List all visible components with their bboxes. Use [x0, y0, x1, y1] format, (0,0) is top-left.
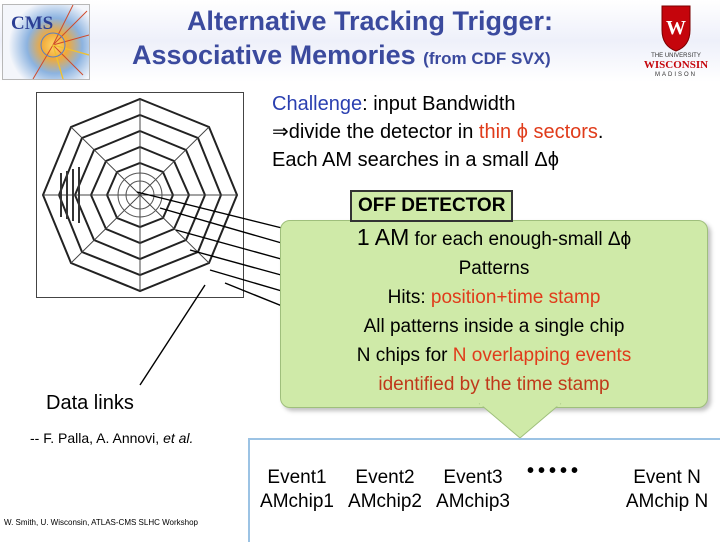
chip-label: AMchip2: [348, 491, 422, 512]
challenge-line2-suffix: .: [597, 121, 604, 143]
callout-line1-big: 1 AM: [356, 224, 410, 250]
challenge-line1-rest: : input Bandwidth: [362, 93, 516, 115]
event-item-n: Event N AMchip N: [618, 466, 716, 514]
credit-text: -- F. Palla, A. Annovi, et al.: [30, 430, 193, 446]
uw-logo-line2: WISCONSIN: [643, 59, 709, 71]
footer-text: W. Smith, U. Wisconsin, ATLAS-CMS SLHC W…: [4, 518, 198, 527]
callout-line1: 1 AM for each enough-small Δϕ: [281, 223, 707, 254]
page-subtitle: Associative Memories (from CDF SVX): [132, 40, 652, 71]
event-item-2: Event2 AMchip2: [341, 466, 429, 514]
callout-line3-highlight: position+time stamp: [430, 287, 601, 308]
uw-logo-line1: THE UNIVERSITY: [651, 53, 701, 59]
challenge-line1: Challenge: input Bandwidth: [272, 90, 712, 118]
challenge-line2: ⇒divide the detector in thin ϕ sectors.: [272, 118, 712, 146]
cms-event-graphic: [32, 5, 89, 79]
event-item-1: Event1 AMchip1: [256, 466, 338, 514]
data-links-label: Data links: [46, 392, 134, 414]
callout-line1-rest: for each enough-small Δϕ: [409, 229, 632, 250]
cms-logo-text: CMS: [11, 13, 54, 34]
event-item-3: Event3 AMchip3: [431, 466, 515, 514]
uw-logo: W THE UNIVERSITY WISCONSIN MADISON: [636, 4, 716, 80]
ellipsis-dots: •••••: [527, 460, 583, 482]
chip-label: AMchip3: [436, 491, 510, 512]
challenge-line2-prefix: divide the detector in: [288, 121, 479, 143]
event-label: Event2: [355, 467, 415, 488]
credit-italic: et al.: [163, 430, 194, 446]
detector-graphic: [41, 97, 239, 293]
event-label: Event3: [443, 467, 503, 488]
subtitle-main: Associative Memories: [132, 40, 416, 70]
callout-line5-prefix: N chips for: [356, 345, 453, 366]
callout-line6: identified by the time stamp: [378, 374, 610, 395]
event-label: Event N: [633, 467, 701, 488]
chip-label: AMchip N: [625, 491, 709, 512]
challenge-text: Challenge: input Bandwidth ⇒divide the d…: [272, 90, 712, 174]
title-band: [0, 0, 720, 82]
cms-logo: CMS: [2, 4, 90, 80]
detector-cross-section: [36, 92, 244, 298]
challenge-label: Challenge: [272, 93, 363, 115]
challenge-line2-highlight: thin ϕ sectors: [478, 121, 598, 143]
callout-line3: Hits: position+time stamp: [281, 283, 707, 312]
svg-text:W: W: [666, 17, 686, 39]
uw-logo-line3: MADISON: [654, 72, 697, 78]
callout-line5: N chips for N overlapping events: [281, 341, 707, 370]
implies-icon: ⇒: [272, 121, 289, 143]
off-detector-callout: 1 AM for each enough-small Δϕ Patterns H…: [280, 220, 708, 408]
page-title: Alternative Tracking Trigger:: [186, 6, 554, 36]
callout-line3-prefix: Hits:: [387, 287, 431, 308]
off-detector-tag: OFF DETECTOR: [350, 190, 514, 222]
credit-prefix: -- F. Palla, A. Annovi,: [30, 430, 164, 446]
event-chip-box: [248, 438, 720, 542]
uw-crest-icon: W: [661, 5, 691, 52]
callout-line5-highlight: N overlapping events: [452, 345, 632, 366]
challenge-line3: Each AM searches in a small Δϕ: [272, 149, 559, 171]
callout-line2: Patterns: [458, 258, 530, 279]
event-label: Event1: [267, 467, 327, 488]
subtitle-suffix: (from CDF SVX): [423, 49, 551, 68]
callout-line4: All patterns inside a single chip: [363, 316, 625, 337]
chip-label: AMchip1: [260, 491, 334, 512]
